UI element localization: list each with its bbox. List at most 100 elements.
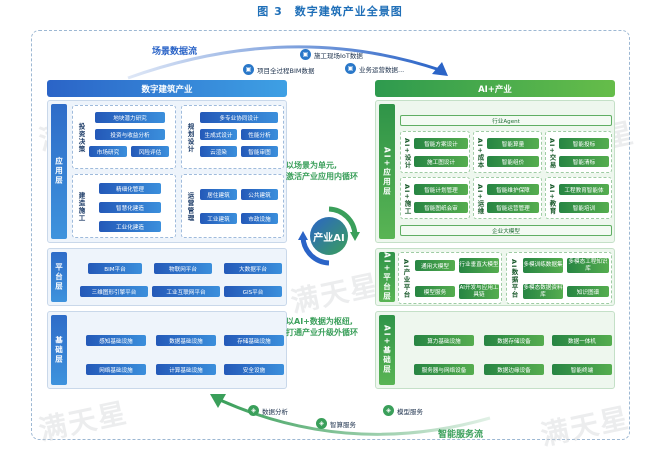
app-item: 投资与收益分析 <box>95 129 165 140</box>
ai-platform-item: 多模态数据资料库 <box>523 284 563 299</box>
app-item: 工业化建造 <box>99 221 161 232</box>
group-label: 运营管理 <box>186 192 194 222</box>
ai-base-item: 数据边缘设备 <box>484 364 544 375</box>
figure-number: 图 3 <box>257 5 283 18</box>
ai-base-item: 服务器与网络设备 <box>414 364 474 375</box>
group-label: AI+施工 <box>403 183 411 215</box>
right-platform-layer: AI+平台层 AI产业平台 通用大模型 行业垂直大模型 模型服务 AI开发与应用… <box>375 248 615 306</box>
ai-app-item: 智能培训 <box>559 202 609 213</box>
ai-app-item: 智能算量 <box>487 138 539 149</box>
group-label: AI+设计 <box>403 137 411 169</box>
app-item: 生成式设计 <box>200 129 237 140</box>
figure-title-text: 数字建筑产业全景图 <box>294 5 403 18</box>
ai-trade-group: AI+交易 智能投标 智能清标 <box>545 131 612 173</box>
group-label: AI+成本 <box>476 137 484 169</box>
ops-data-label: 业务运营数据... <box>359 65 405 74</box>
app-item: 工业建筑 <box>200 213 237 224</box>
ai-platform-item: 行业垂直大模型 <box>459 258 499 273</box>
app-item: 智能审图 <box>241 146 278 157</box>
ai-design-group: AI+设计 智能方案设计 施工图设计 <box>400 131 470 173</box>
scene-data-flow-label: 场景数据流 <box>152 47 198 57</box>
diagram-frame <box>31 30 630 440</box>
investment-group: 投资决策 地块潜力研究 投资与收益分析 市场研究 风险评估 <box>72 105 176 169</box>
data-analysis-label: 数据分析 <box>262 407 288 416</box>
ai-platform-item: AI开发与应用工具链 <box>459 284 499 299</box>
bim-data-label: 项目全过程BIM数据 <box>257 66 315 75</box>
base-item: 计算基础设施 <box>156 364 216 375</box>
base-item: 安全设施 <box>224 364 284 375</box>
app-item: 公共建筑 <box>241 189 278 200</box>
platform-item: 三维图形引擎平台 <box>80 286 148 297</box>
ai-industry-header: AI+产业 <box>375 80 615 97</box>
compute-icon: ◈ <box>316 418 327 429</box>
app-item: 多专业协同设计 <box>200 112 278 123</box>
iot-data-chip: ▣施工现场IoT数据 <box>300 49 363 60</box>
ai-platform-item: 知识图谱 <box>567 286 609 297</box>
platform-item: 工业互联网平台 <box>152 286 220 297</box>
figure-title: 图 3 数字建筑产业全景图 <box>0 3 660 19</box>
left-platform-layer: 平台层 BIM平台 物联网平台 大数据平台 三维图形引擎平台 工业互联网平台 G… <box>47 248 287 306</box>
inner-loop-text: 以场景为单元, 激活产业应用内循环 <box>286 160 358 182</box>
model-service-label: 模型服务 <box>397 407 423 416</box>
platform-layer-label: 平台层 <box>51 252 67 302</box>
base-item: 存储基础设施 <box>224 335 284 346</box>
iot-data-label: 施工现场IoT数据 <box>314 51 363 60</box>
group-label: 建造施工 <box>77 192 85 222</box>
base-item: 数据基础设施 <box>156 335 216 346</box>
data-icon: ▣ <box>345 63 356 74</box>
ai-app-layer-label: AI+应用层 <box>379 104 395 239</box>
ai-om-group: AI+运维 智能维护保障 智能运营管理 <box>473 177 542 219</box>
outer-loop-line-2: 打通产业升级外循环 <box>286 328 358 337</box>
ai-app-item: 智能维护保障 <box>487 184 539 195</box>
data-analysis-chip: ◈数据分析 <box>248 405 288 416</box>
app-item: 精细化管理 <box>99 183 161 194</box>
group-label: 规划设计 <box>186 123 194 153</box>
group-label: 投资决策 <box>77 123 85 153</box>
ai-platform-item: 通用大模型 <box>415 260 455 271</box>
platform-item: 大数据平台 <box>224 263 282 274</box>
ai-platform-item: 多模训练数据集 <box>523 258 563 273</box>
compute-service-chip: ◈智算服务 <box>316 418 356 429</box>
ai-education-group: AI+教育 工程教育智能体 智能培训 <box>545 177 612 219</box>
app-item: 居住建筑 <box>200 189 237 200</box>
hub-label: 产业AI <box>313 233 345 244</box>
app-item: 市政设施 <box>241 213 278 224</box>
ai-app-item: 智能组价 <box>487 156 539 167</box>
ai-app-item: 智能运营管理 <box>487 202 539 213</box>
ai-platform-item: 模型服务 <box>415 286 455 297</box>
ai-app-item: 智能图纸会审 <box>414 202 468 213</box>
ai-app-item: 工程教育智能体 <box>559 184 609 195</box>
base-layer-label: 基础层 <box>51 315 67 385</box>
planning-design-group: 规划设计 多专业协同设计 生成式设计 性能分析 云渲染 智能审图 <box>181 105 284 169</box>
inner-loop-line-2: 激活产业应用内循环 <box>286 172 358 181</box>
ai-construction-group: AI+施工 智能计划管理 智能图纸会审 <box>400 177 470 219</box>
ai-industry-platform-group: AI产业平台 通用大模型 行业垂直大模型 模型服务 AI开发与应用工具链 <box>398 252 502 304</box>
construction-group: 建造施工 精细化管理 智慧化建造 工业化建造 <box>72 174 176 238</box>
group-label: AI+教育 <box>548 183 556 215</box>
app-layer-label: 应用层 <box>51 104 67 239</box>
model-service-chip: ◈模型服务 <box>383 405 423 416</box>
digital-construction-header: 数字建筑产业 <box>47 80 287 97</box>
data-icon: ▣ <box>300 49 311 60</box>
base-item: 网络基础设施 <box>86 364 146 375</box>
enterprise-model-bar: 企业大模型 <box>400 225 612 236</box>
ai-app-item: 智能计划管理 <box>414 184 468 195</box>
group-label: AI数据平台 <box>510 259 518 299</box>
intelligent-service-flow-label: 智能服务流 <box>438 430 484 440</box>
model-icon: ◈ <box>383 405 394 416</box>
group-label: AI+交易 <box>548 137 556 169</box>
outer-loop-line-1: 以AI+数据为枢纽, <box>286 317 353 326</box>
ai-platform-layer-label: AI+平台层 <box>379 252 395 302</box>
bim-data-chip: ▣项目全过程BIM数据 <box>243 64 314 75</box>
ai-base-item: 算力基础设施 <box>414 335 474 346</box>
left-base-layer: 基础层 感知基础设施 数据基础设施 存储基础设施 网络基础设施 计算基础设施 安… <box>47 311 287 389</box>
app-item: 地块潜力研究 <box>95 112 165 123</box>
right-base-layer: AI+基础层 算力基础设施 数据存储设备 数据一体机 服务器与网络设备 数据边缘… <box>375 311 615 389</box>
inner-loop-line-1: 以场景为单元, <box>286 161 338 170</box>
left-app-layer: 应用层 投资决策 地块潜力研究 投资与收益分析 市场研究 风险评估 规划设计 多… <box>47 100 287 243</box>
app-item: 云渲染 <box>200 146 237 157</box>
platform-item: BIM平台 <box>88 263 142 274</box>
ops-data-chip: ▣业务运营数据... <box>345 63 404 74</box>
data-icon: ▣ <box>243 64 254 75</box>
ai-app-item: 施工图设计 <box>414 156 468 167</box>
